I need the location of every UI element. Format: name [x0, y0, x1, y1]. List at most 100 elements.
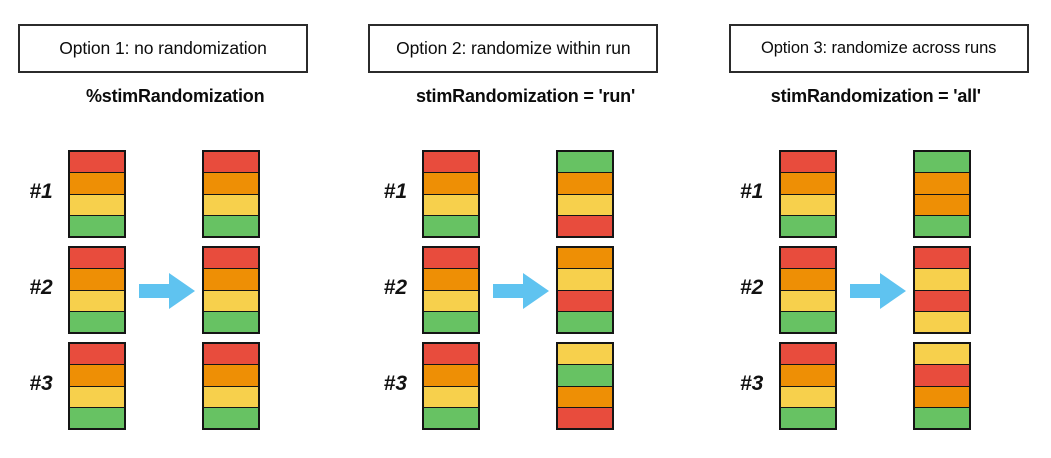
- stimulus-band-orange: [70, 173, 124, 195]
- stimulus-band-red: [780, 344, 835, 366]
- stimulus-band-green: [558, 365, 613, 387]
- stimulus-band-yellow: [424, 290, 479, 312]
- stimulus-band-red: [914, 290, 969, 312]
- stimulus-band-green: [204, 215, 258, 236]
- stimulus-stack-after: [556, 246, 615, 334]
- stimulus-band-orange: [70, 269, 124, 291]
- stimulus-stack-after: [556, 150, 615, 238]
- run-row-label: #1: [29, 180, 53, 203]
- stimulus-band-green: [204, 407, 258, 428]
- stimulus-stack-before: [778, 150, 837, 238]
- stimulus-band-red: [780, 152, 835, 174]
- panel-title-box: Option 2: randomize within run: [368, 24, 659, 73]
- stimulus-stack-before: [68, 246, 126, 334]
- stimulus-band-red: [780, 248, 835, 270]
- stimulus-band-red: [204, 152, 258, 174]
- run-row: #1: [350, 150, 700, 246]
- stimulus-band-yellow: [780, 194, 835, 216]
- stimulus-band-yellow: [204, 386, 258, 408]
- stimulus-band-orange: [780, 173, 835, 195]
- stimulus-stack-before: [68, 342, 126, 430]
- right-arrow-icon: [493, 271, 550, 311]
- stimulus-band-green: [70, 311, 124, 332]
- stimulus-stack-after: [912, 342, 971, 430]
- stimulus-band-green: [914, 215, 969, 236]
- stimulus-band-red: [558, 407, 613, 428]
- stimulus-band-orange: [558, 173, 613, 195]
- panel-title-box: Option 3: randomize across runs: [728, 24, 1029, 73]
- panel-title: Option 3: randomize across runs: [760, 39, 997, 57]
- stimulus-stack-before: [422, 246, 481, 334]
- stimulus-band-yellow: [70, 290, 124, 312]
- run-row: #1: [0, 150, 350, 246]
- stimulus-band-red: [914, 248, 969, 270]
- stimulus-band-orange: [780, 269, 835, 291]
- stimulus-band-yellow: [424, 194, 479, 216]
- stimulus-band-orange: [914, 173, 969, 195]
- stimulus-band-orange: [204, 269, 258, 291]
- panel-title: Option 1: no randomization: [59, 38, 267, 58]
- stimulus-band-green: [424, 215, 479, 236]
- stimulus-band-orange: [558, 386, 613, 408]
- run-row: #3: [350, 342, 700, 438]
- right-arrow-icon: [139, 271, 195, 311]
- stimulus-band-yellow: [558, 194, 613, 216]
- stimulus-band-yellow: [70, 386, 124, 408]
- panel-option-2: Option 2: randomize within run stimRando…: [350, 0, 700, 458]
- run-row-label: #3: [739, 372, 764, 395]
- stimulus-stack-after: [202, 246, 260, 334]
- stimulus-band-green: [780, 311, 835, 332]
- stimulus-stack-before: [422, 150, 481, 238]
- stimulus-band-yellow: [780, 290, 835, 312]
- stimulus-band-orange: [424, 173, 479, 195]
- stimulus-band-green: [780, 407, 835, 428]
- stimulus-band-orange: [424, 269, 479, 291]
- run-row: #3: [0, 342, 350, 438]
- stimulus-band-red: [204, 248, 258, 270]
- stimulus-band-green: [204, 311, 258, 332]
- stimulus-stack-after: [912, 150, 971, 238]
- stimulus-stack-after: [556, 342, 615, 430]
- panel-option-3: Option 3: randomize across runs stimRand…: [701, 0, 1051, 458]
- run-row-label: #2: [29, 276, 53, 299]
- panel-code-caption: %stimRandomization: [85, 86, 265, 106]
- stimulus-band-orange: [70, 365, 124, 387]
- stimulus-band-red: [558, 215, 613, 236]
- stimulus-stack-before: [422, 342, 481, 430]
- stimulus-band-yellow: [914, 344, 969, 366]
- stimulus-band-yellow: [204, 194, 258, 216]
- stimulus-band-orange: [780, 365, 835, 387]
- panel-title-box: Option 1: no randomization: [18, 24, 308, 73]
- stimulus-band-orange: [914, 386, 969, 408]
- stimulus-stack-after: [202, 342, 260, 430]
- stimulus-band-red: [914, 365, 969, 387]
- stimulus-band-green: [70, 407, 124, 428]
- stimulus-band-red: [558, 290, 613, 312]
- stimulus-band-yellow: [204, 290, 258, 312]
- stimulus-band-yellow: [914, 269, 969, 291]
- run-row-label: #2: [739, 276, 764, 299]
- stimulus-band-yellow: [914, 311, 969, 332]
- panel-title: Option 2: randomize within run: [396, 38, 631, 58]
- stimulus-band-green: [558, 152, 613, 174]
- stimulus-band-green: [780, 215, 835, 236]
- stimulus-band-green: [424, 407, 479, 428]
- stimulus-band-red: [424, 344, 479, 366]
- stimulus-stack-before: [778, 342, 837, 430]
- stimulus-band-orange: [204, 173, 258, 195]
- stimulus-stack-after: [202, 150, 260, 238]
- run-row-label: #2: [383, 276, 407, 299]
- panel-option-1: Option 1: no randomization %stimRandomiz…: [0, 0, 350, 458]
- run-row-label: #3: [29, 372, 53, 395]
- stimulus-band-yellow: [558, 269, 613, 291]
- stimulus-band-red: [70, 248, 124, 270]
- stimulus-band-red: [204, 344, 258, 366]
- stimulus-band-green: [424, 311, 479, 332]
- run-row: #3: [701, 342, 1051, 438]
- stimulus-stack-before: [778, 246, 837, 334]
- run-row: #1: [701, 150, 1051, 246]
- stimulus-band-red: [70, 152, 124, 174]
- panel-code-caption: stimRandomization = 'all': [770, 86, 981, 106]
- panel-code-caption: stimRandomization = 'run': [415, 86, 636, 106]
